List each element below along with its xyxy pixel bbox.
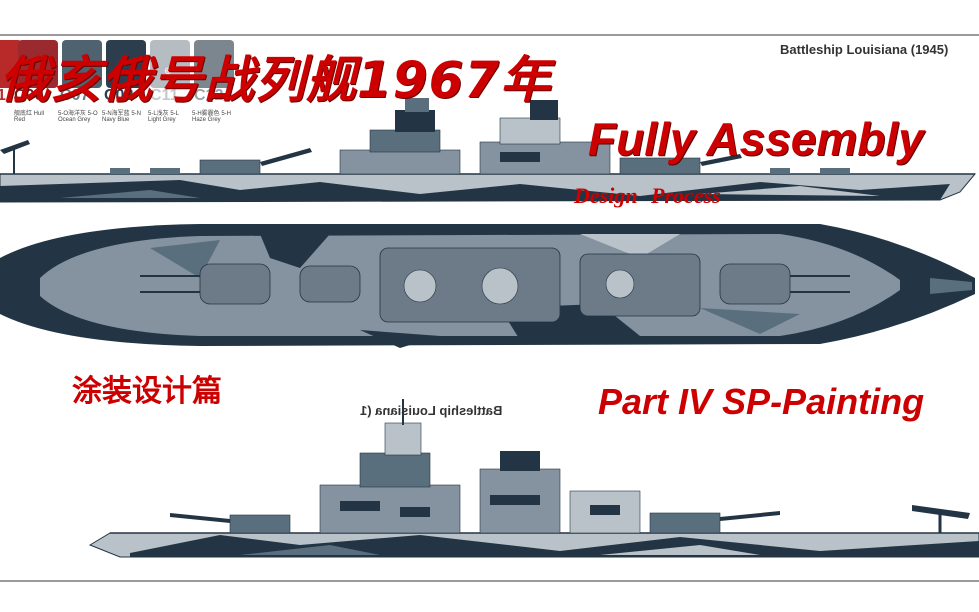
color-palette: ⊕ 1 C06 C07 C08 C11 C12 舰底红 Hull Red 5-O… [0,0,250,130]
color-sub-c11: 5-L浅灰 5-L Light Grey [148,111,179,123]
color-sub-c08: 5-N海军蓝 5-N Navy Blue [102,111,142,123]
color-code-c07: C07 [60,87,90,104]
ship-side-view-top [0,98,977,203]
swatch-1 [0,40,22,88]
chinese-subtitle: 涂装设计篇 [72,374,222,409]
swatch-c12 [194,40,234,88]
drawing-bottom-border [0,580,979,582]
swatch-c06 [18,40,58,88]
color-sub-c07: 5-O海洋灰 5-O Ocean Grey [58,111,98,123]
color-code-c08: C08 [104,87,134,104]
move-handle-icon[interactable]: ⊕ [164,66,173,77]
fully-assembly-heading: Fully Assembly [588,113,924,165]
part-heading: Part IV SP-Painting [598,381,925,422]
color-code-c11: C11 [150,87,179,104]
color-code-c06: C06 [14,87,44,104]
swatch-c11 [150,40,190,88]
swatch-c08 [106,40,146,88]
ship-plan-view [0,224,975,348]
design-process-heading: Design Process [574,183,721,208]
color-code-1: 1 [0,87,6,104]
color-code-c12: C12 [194,87,224,104]
color-sub-c06: 舰底红 Hull Red [14,111,45,123]
swatch-c07 [62,40,102,88]
drawing-top-border [0,34,979,36]
spec-drawing-title: Battleship Louisiana (1945) [780,42,949,57]
ship-side-view-bottom [88,399,979,558]
color-sub-c12: 5-H雾霾色 5-H Haze Grey [192,111,232,123]
chinese-title: 俄亥俄号战列舰1967年 [0,51,552,109]
